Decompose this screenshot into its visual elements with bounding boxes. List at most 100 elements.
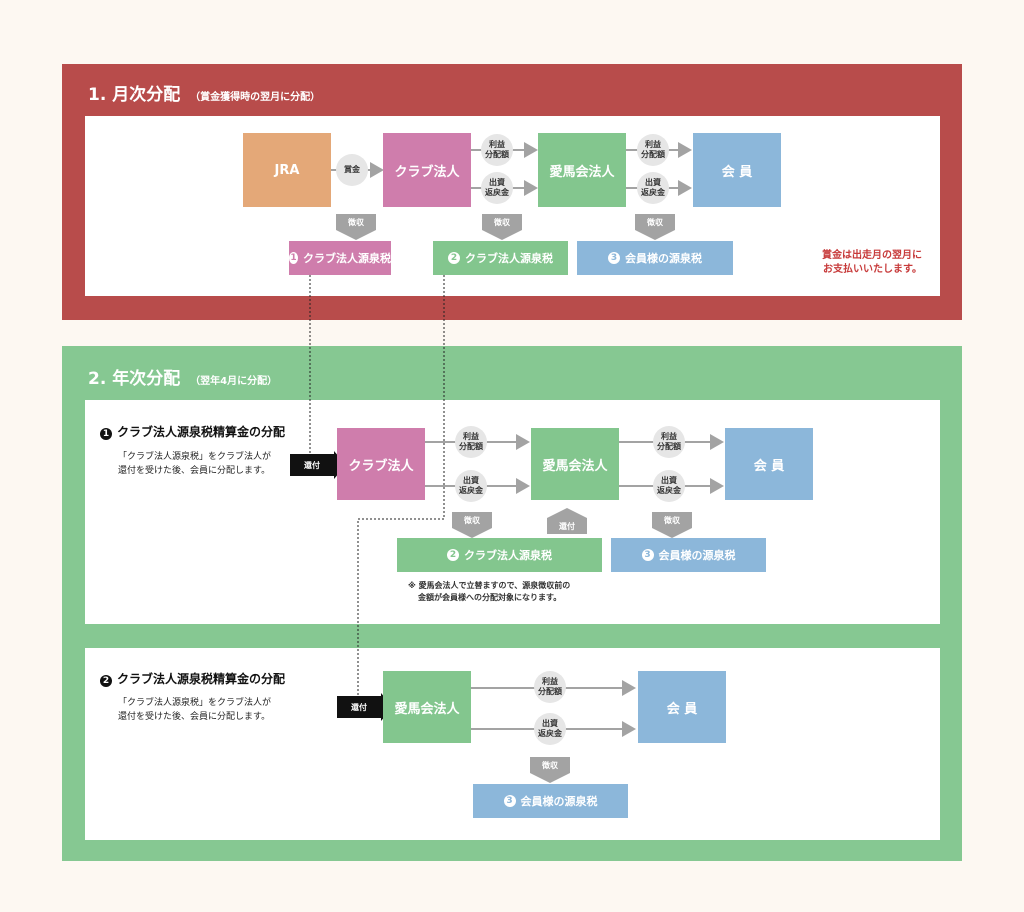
part2-title-text: クラブ法人源泉税精算金の分配 (117, 672, 286, 686)
part1-profit2-1: 利益 (661, 432, 677, 441)
profit-label-1: 利益 (489, 140, 505, 149)
tax1-label: クラブ法人源泉税 (303, 252, 391, 265)
part2-member-label: 会 員 (666, 701, 698, 717)
part2-profit-1: 利益 (542, 677, 558, 686)
collect-tag-1: 徴収 (336, 214, 376, 230)
part1-tax2-number: 2 (447, 549, 459, 561)
part1-tax3-number: 3 (641, 549, 654, 561)
part2-refund-label: 還付 (351, 702, 367, 712)
section2-title-text: 年次分配 (112, 369, 181, 389)
part2-desc-line1: 「クラブ法人源泉税」をクラブ法人が (118, 698, 272, 708)
payment-note: 賞金は出走月の翌月に お支払いいたします。 (790, 249, 922, 277)
collect-label-1: 徴収 (348, 217, 364, 227)
invest-bubble-2: 出資返戻金 (637, 172, 669, 204)
part2-desc-line2: 還付を受けた後、会員に分配します。 (118, 712, 271, 722)
collect-tag-3: 徴収 (635, 214, 675, 230)
section2-number: 2. (88, 369, 107, 389)
part1-desc-line2: 還付を受けた後、会員に分配します。 (118, 466, 271, 476)
jra-box: JRA (243, 133, 331, 207)
tax-bar-club-1: 1 クラブ法人源泉税 (289, 241, 391, 275)
part2-title: 2 クラブ法人源泉税精算金の分配 (100, 670, 285, 687)
tax2-label: クラブ法人源泉税 (465, 252, 553, 265)
part1-member-box: 会 員 (725, 428, 813, 500)
payment-note-line2: お支払いいたします。 (823, 264, 922, 275)
part2-aiba-box: 愛馬会法人 (383, 671, 471, 743)
invest2-label-1: 出資 (645, 178, 661, 187)
part1-refund-label: 還付 (304, 460, 320, 470)
collect-arrow-3 (635, 230, 675, 240)
prize-label: 賞金 (344, 165, 360, 174)
part1-collect-2: 徴収 (664, 515, 680, 525)
aiba-label: 愛馬会法人 (549, 164, 615, 180)
collect-arrow-2 (482, 230, 522, 240)
part2-tax3-number: 3 (503, 795, 516, 807)
part2-invest-1: 出資 (542, 719, 558, 728)
part1-collect-arrow-1 (452, 528, 492, 538)
section1-number: 1. (88, 85, 107, 105)
part1-profit-2: 分配額 (459, 442, 483, 451)
part1-invest-bubble: 出資返戻金 (455, 470, 487, 502)
collect-label-3: 徴収 (647, 217, 663, 227)
tax-bar-member: 3 会員様の源泉税 (577, 241, 733, 275)
part1-collect-tag-2: 徴収 (652, 512, 692, 528)
invest-label-2: 返戻金 (485, 188, 509, 197)
part2-collect-tag: 徴収 (530, 757, 570, 773)
part2-profit-2: 分配額 (538, 687, 562, 696)
part1-refund-arrow: 還付 (290, 451, 346, 479)
section1-title: 1. 月次分配 （賞金獲得時の翌月に分配） (88, 80, 320, 105)
member-label: 会 員 (721, 164, 753, 180)
profit-bubble-2: 利益分配額 (637, 134, 669, 166)
part1-title-text: クラブ法人源泉税精算金の分配 (117, 425, 286, 439)
part2-tax3-label: 会員様の源泉税 (520, 795, 598, 808)
part1-club-box: クラブ法人 (337, 428, 425, 500)
profit-label-2: 分配額 (485, 150, 509, 159)
tax-bar-club-2: 2 クラブ法人源泉税 (433, 241, 568, 275)
club-label: クラブ法人 (394, 164, 460, 180)
part1-tax-bar-member: 3 会員様の源泉税 (611, 538, 766, 572)
part1-tax-bar-club: 2 クラブ法人源泉税 (397, 538, 602, 572)
part1-title-number: 1 (100, 428, 112, 440)
part2-collect-arrow (530, 773, 570, 783)
profit2-label-2: 分配額 (641, 150, 665, 159)
part1-aiba-label: 愛馬会法人 (542, 458, 608, 474)
part1-refund-up-tag: 還付 (547, 518, 587, 534)
section1-subtitle: （賞金獲得時の翌月に分配） (190, 92, 321, 103)
part1-collect-1: 徴収 (464, 515, 480, 525)
tax3-number: 3 (608, 252, 620, 264)
payment-note-line1: 賞金は出走月の翌月に (822, 250, 922, 261)
section2-title: 2. 年次分配 （翌年4月に分配） (88, 364, 277, 389)
part1-profit-1: 利益 (463, 432, 479, 441)
section1-title-text: 月次分配 (112, 85, 181, 105)
part1-note: ※ 愛馬会法人で立替ますので、源泉徴収前の 金額が会員様への分配対象になります。 (408, 580, 570, 604)
part1-refund-up-label: 還付 (559, 521, 575, 531)
part2-tax-bar-member: 3 会員様の源泉税 (473, 784, 628, 818)
part1-note-line2: 金額が会員様への分配対象になります。 (418, 593, 562, 602)
prize-bubble: 賞金 (336, 154, 368, 186)
profit2-label-1: 利益 (645, 140, 661, 149)
collect-label-2: 徴収 (494, 217, 510, 227)
part2-aiba-label: 愛馬会法人 (394, 701, 460, 717)
part1-refund-up-arrow (547, 508, 587, 518)
part2-invest-2: 返戻金 (538, 729, 562, 738)
part1-tax2-label: クラブ法人源泉税 (464, 549, 552, 562)
aiba-box: 愛馬会法人 (538, 133, 626, 207)
part1-profit2-2: 分配額 (657, 442, 681, 451)
collect-arrow-1 (336, 230, 376, 240)
part2-invest-bubble: 出資返戻金 (534, 713, 566, 745)
invest-label-1: 出資 (489, 178, 505, 187)
club-box: クラブ法人 (383, 133, 471, 207)
member-box: 会 員 (693, 133, 781, 207)
part1-aiba-box: 愛馬会法人 (531, 428, 619, 500)
part1-description: 「クラブ法人源泉税」をクラブ法人が 還付を受けた後、会員に分配します。 (118, 450, 271, 478)
part1-note-line1: ※ 愛馬会法人で立替ますので、源泉徴収前の (408, 581, 571, 590)
part1-desc-line1: 「クラブ法人源泉税」をクラブ法人が (118, 452, 272, 462)
part1-club-label: クラブ法人 (348, 458, 414, 474)
part1-invest2-1: 出資 (661, 476, 677, 485)
part2-title-number: 2 (100, 675, 112, 687)
part2-collect-label: 徴収 (542, 760, 558, 770)
tax1-number: 1 (289, 252, 298, 264)
tax2-number: 2 (448, 252, 460, 264)
part1-profit-bubble-2: 利益分配額 (653, 426, 685, 458)
part1-title: 1 クラブ法人源泉税精算金の分配 (100, 423, 285, 440)
part1-invest2-2: 返戻金 (657, 486, 681, 495)
